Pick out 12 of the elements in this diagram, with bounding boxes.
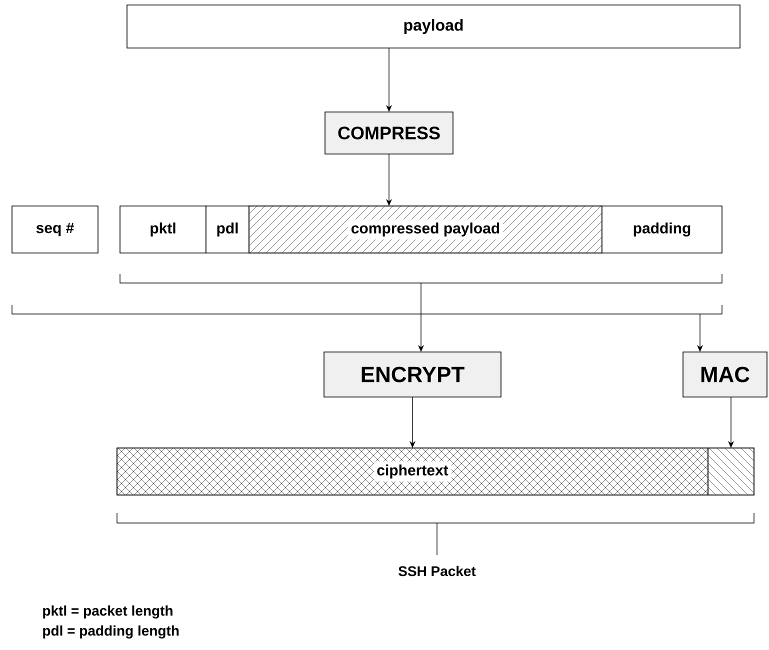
process-box: ENCRYPT	[324, 352, 502, 398]
field-box	[708, 448, 754, 496]
legend-note: pktl = packet length	[43, 605, 172, 619]
process-box: MAC	[682, 352, 768, 398]
bracket-label: SSH Packet	[398, 566, 476, 576]
field-box: pktl	[120, 206, 206, 254]
field-box: pdl	[206, 206, 250, 254]
legend-note: pdl = padding length	[43, 625, 179, 639]
data-box: payload	[126, 4, 740, 48]
process-box: COMPRESS	[324, 112, 454, 154]
field-box: seq #	[12, 206, 98, 254]
field-box: padding	[602, 206, 722, 254]
